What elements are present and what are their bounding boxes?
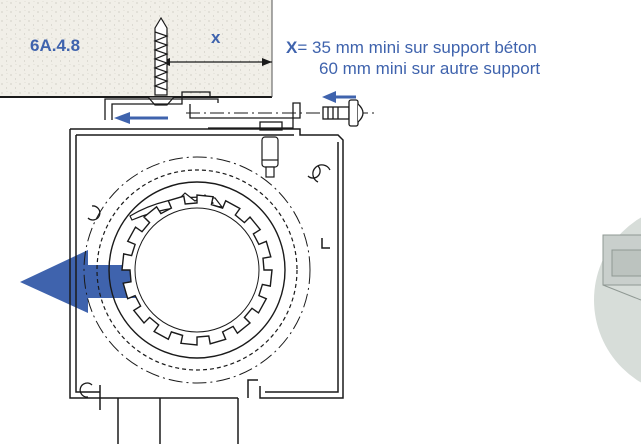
bolt-icon xyxy=(322,99,364,127)
housing-clips xyxy=(79,164,331,398)
cassette-housing xyxy=(69,128,344,444)
dimension-legend: X= 35 mm mini sur support béton 60 mm mi… xyxy=(286,37,540,79)
detail-preview xyxy=(594,217,641,383)
legend-line-2: 60 mm mini sur autre support xyxy=(319,59,541,78)
ceiling-wall xyxy=(0,0,272,97)
legend-line-1: = 35 mm mini sur support béton xyxy=(297,38,537,57)
octagonal-tube xyxy=(121,194,273,346)
coil-outer xyxy=(96,169,298,371)
insert-arrow-icon xyxy=(322,91,356,103)
slide-arrow-icon xyxy=(114,112,168,124)
coil-outline xyxy=(83,156,311,384)
tube-ring xyxy=(108,181,286,359)
latch-knob xyxy=(261,136,279,178)
legend-key: X xyxy=(286,38,298,57)
mounting-bracket xyxy=(104,91,301,131)
dimension-x-label: x xyxy=(211,28,221,47)
figure-reference: 6A.4.8 xyxy=(30,36,81,55)
